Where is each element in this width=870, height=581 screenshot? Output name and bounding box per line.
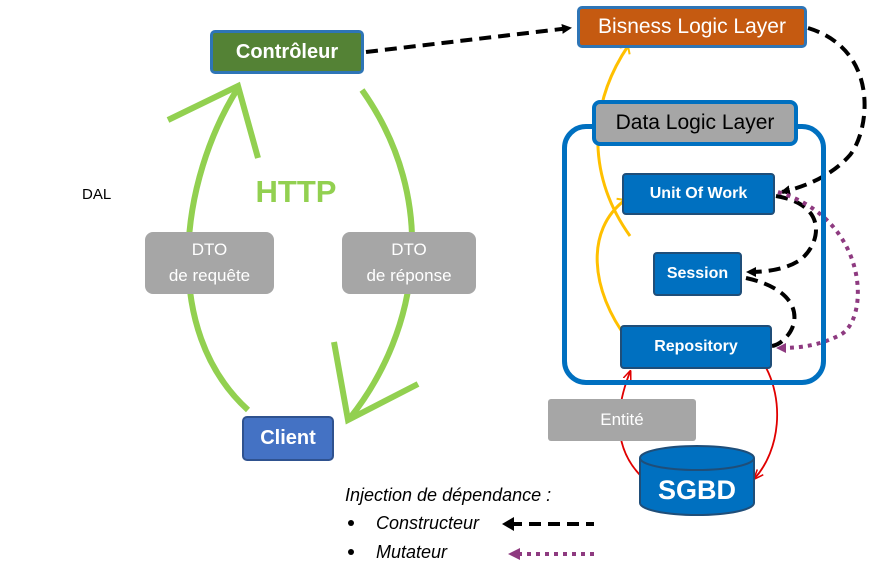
dto-requete-line2: de requête [168,266,251,285]
arrow-bll-uow [780,26,867,196]
controleur-node: Contrôleur [210,30,364,74]
arrow-controleur-bll [365,23,572,54]
sgbd-label: SGBD [657,474,736,505]
legend-arrowhead-mutateur [508,548,520,560]
dto-reponse-line1: DTO [391,240,427,259]
legend-bullet-1 [348,520,354,526]
http-arrowhead-left [166,81,261,159]
legend-arrowhead-constructeur [502,517,514,531]
legend-title: Injection de dépendance : [345,484,552,505]
data-logic-layer-node: Data Logic Layer [592,100,798,146]
dto-reponse-line2: de réponse [366,266,452,285]
dal-label: DAL [82,185,112,203]
arrow-repo-uow [595,197,630,341]
dto-reponse-box: DTO de réponse [342,232,476,294]
unit-of-work-node: Unit Of Work [622,173,775,215]
sgbd-cylinder [639,445,755,516]
client-node: Client [242,416,334,461]
entite-node: Entité [548,399,696,441]
repository-node: Repository [620,325,772,369]
arrow-repo-sgbd [755,363,779,478]
dto-requete-box: DTO de requête [145,232,274,294]
session-node: Session [653,252,742,296]
legend-bullet-2 [348,549,354,555]
legend-item-constructeur: Constructeur [376,512,480,533]
business-logic-layer-node: Bisness Logic Layer [577,6,807,48]
http-arrowhead-right [331,341,420,425]
http-label: HTTP [255,174,337,209]
legend-item-mutateur: Mutateur [376,541,448,562]
dto-requete-line1: DTO [191,240,228,259]
